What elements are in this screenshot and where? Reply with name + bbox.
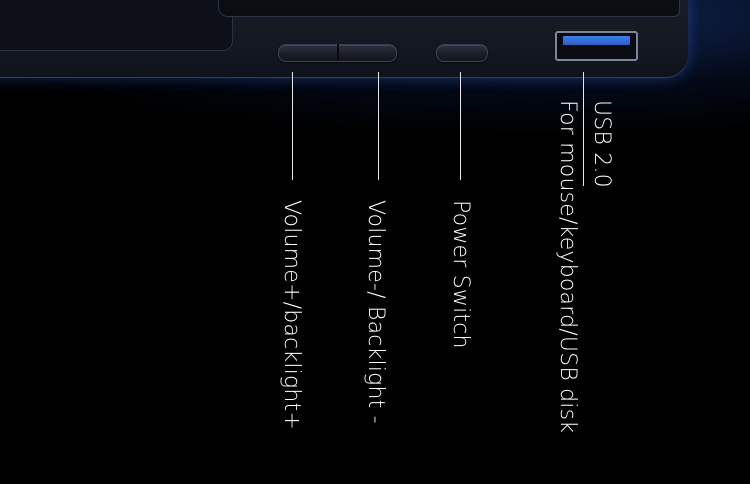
leader-line-power [460,72,461,180]
label-power: Power Switch [448,200,473,349]
label-usb-description: For mouse/keyboard/USB disk [555,100,580,434]
label-usb-title: USB 2.0 [589,100,614,188]
leader-line-volume-down [378,72,379,180]
power-button [436,44,488,62]
leader-line-volume-up [292,72,293,180]
usb-port [555,31,638,61]
volume-rocker-divider [337,44,339,60]
label-volume-down: Volume-/ Backlight - [363,200,388,424]
usb-port-tongue [563,36,630,45]
screen-panel [0,0,233,51]
label-volume-up: Volume+/backlight+ [279,200,304,430]
leader-line-usb [583,72,584,186]
device-bezel-top [218,0,680,17]
